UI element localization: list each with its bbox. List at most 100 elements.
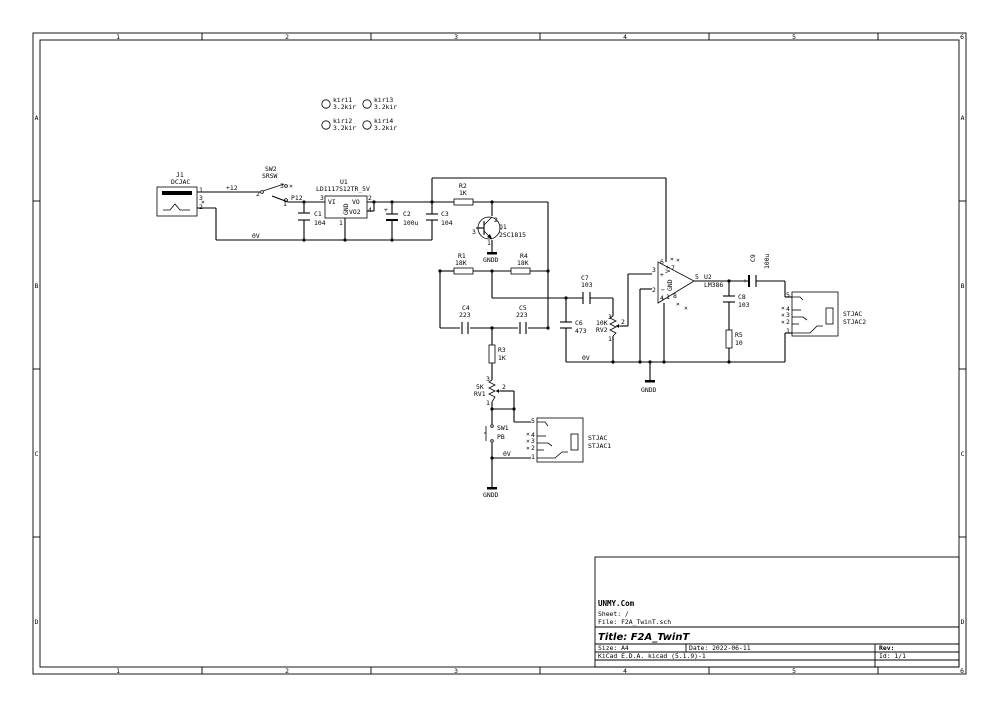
svg-text:R2: R2 (459, 182, 467, 190)
dc-jack-icon (156, 186, 198, 217)
hole-ref: kiri3 (374, 96, 393, 104)
svg-text:2: 2 (786, 318, 790, 326)
r2-resistor: R2 1K (453, 182, 474, 206)
svg-text:C6: C6 (575, 319, 583, 327)
svg-text:3: 3 (652, 266, 656, 274)
svg-text:SW1: SW1 (497, 424, 509, 432)
rv2-potentiometer: 10K RV2 3 2 1 (596, 313, 625, 343)
mounting-hole-icon (321, 99, 331, 109)
svg-text:4: 4 (660, 294, 664, 302)
svg-text:18K: 18K (455, 259, 467, 267)
row-label: D (35, 618, 39, 626)
svg-text:×: × (526, 437, 530, 445)
c9-capacitor: + C9 100u (743, 253, 771, 287)
net-labels: +12 P12 0V 0V 0V (226, 184, 590, 458)
frame-column-labels-top: 1 2 3 4 5 6 (116, 33, 964, 41)
svg-text:8: 8 (673, 292, 677, 300)
row-label: C (35, 450, 39, 458)
svg-text:VO: VO (352, 198, 360, 206)
svg-text:3: 3 (608, 313, 612, 321)
svg-text:6: 6 (660, 258, 664, 266)
svg-text:1: 1 (786, 327, 790, 335)
net-label-plus12: +12 (226, 184, 238, 192)
svg-text:U2: U2 (704, 273, 712, 281)
q1-transistor: Q1 2SC1815 3 2 1 (472, 216, 526, 247)
svg-text:3: 3 (199, 194, 203, 202)
svg-text:×: × (676, 300, 680, 308)
sw2-ref: SW2 (265, 165, 277, 173)
sheet-label: Sheet: / (598, 610, 629, 618)
j1-value: DCJAC (171, 178, 190, 186)
svg-text:1K: 1K (498, 354, 506, 362)
svg-text:×: × (781, 304, 785, 312)
u1-value: LD1117S12TR_5V (316, 185, 370, 193)
svg-text:4: 4 (531, 431, 535, 439)
svg-text:3: 3 (472, 228, 476, 236)
svg-text:2: 2 (494, 216, 498, 224)
row-label: B (35, 282, 39, 290)
svg-text:C8: C8 (738, 293, 746, 301)
col-label: 5 (792, 667, 796, 675)
svg-text:C5: C5 (519, 304, 527, 312)
svg-text:STJAC: STJAC (843, 310, 862, 318)
id-label: Id: 1/1 (879, 652, 906, 660)
c6-capacitor: C6 473 (560, 319, 587, 335)
svg-text:VO2: VO2 (349, 208, 361, 216)
svg-text:GND: GND (666, 279, 674, 291)
hole-ref: kiri2 (333, 117, 352, 125)
date-label: Date: 2022-06-11 (689, 644, 751, 652)
mounting-hole-icon (321, 120, 331, 130)
hole-value: 3.2kir (333, 124, 356, 132)
svg-text:PB: PB (497, 433, 505, 441)
mounting-hole-icon (362, 120, 372, 130)
hole-value: 3.2kir (374, 124, 397, 132)
svg-text:2: 2 (621, 318, 625, 326)
col-label: 3 (454, 667, 458, 675)
svg-text:10: 10 (735, 339, 743, 347)
svg-text:3: 3 (280, 182, 284, 190)
stjac2-jack: 5 4 3 2 1 × × × STJAC STJAC2 (781, 291, 866, 337)
svg-text:STJAC: STJAC (588, 434, 607, 442)
svg-text:×: × (676, 256, 680, 264)
svg-text:5: 5 (695, 273, 699, 281)
svg-text:R1: R1 (458, 252, 466, 260)
svg-text:4: 4 (368, 206, 372, 214)
c5-capacitor: C5 223 (516, 304, 528, 334)
c7-capacitor: C7 103 (581, 274, 593, 304)
svg-text:3: 3 (486, 375, 490, 383)
svg-text:223: 223 (459, 311, 471, 319)
svg-text:1K: 1K (459, 189, 467, 197)
col-label: 4 (623, 667, 627, 675)
gndd-symbol-u2: GNDD (641, 380, 657, 394)
svg-text:STJAC1: STJAC1 (588, 442, 611, 450)
svg-text:C9: C9 (749, 254, 757, 262)
j1-ref: J1 (176, 171, 184, 179)
gndd-symbol-sw1: GNDD (483, 487, 499, 499)
svg-text:1: 1 (339, 219, 343, 227)
svg-text:GNDD: GNDD (483, 491, 499, 499)
svg-text:1: 1 (608, 335, 612, 343)
r3-resistor: R3 1K (488, 344, 506, 364)
svg-text:RV1: RV1 (474, 390, 486, 398)
sheet-frame (32, 32, 967, 675)
svg-text:C7: C7 (581, 274, 589, 282)
svg-text:−: − (661, 286, 665, 294)
svg-text:104: 104 (314, 219, 326, 227)
gndd-symbol-q1: GNDD (483, 252, 499, 264)
tool-label: KiCad E.D.A. kicad (5.1.9)-1 (598, 652, 706, 660)
net-label-0v: 0V (503, 450, 511, 458)
svg-text:1: 1 (666, 293, 670, 301)
svg-text:2: 2 (652, 286, 656, 294)
svg-text:R4: R4 (520, 252, 528, 260)
svg-text:+: + (743, 277, 747, 285)
svg-text:2: 2 (531, 444, 535, 452)
c3-capacitor: C3 104 (426, 210, 453, 227)
svg-text:×: × (526, 430, 530, 438)
frame-column-labels-bottom: 1 2 3 4 5 6 (116, 667, 964, 675)
col-label: 1 (116, 33, 120, 41)
row-label: C (961, 450, 965, 458)
u1-regulator: U1 LD1117S12TR_5V VI VO VO2 GND 3 2 4 1 (316, 178, 372, 227)
col-label: 6 (960, 667, 964, 675)
svg-text:473: 473 (575, 327, 587, 335)
